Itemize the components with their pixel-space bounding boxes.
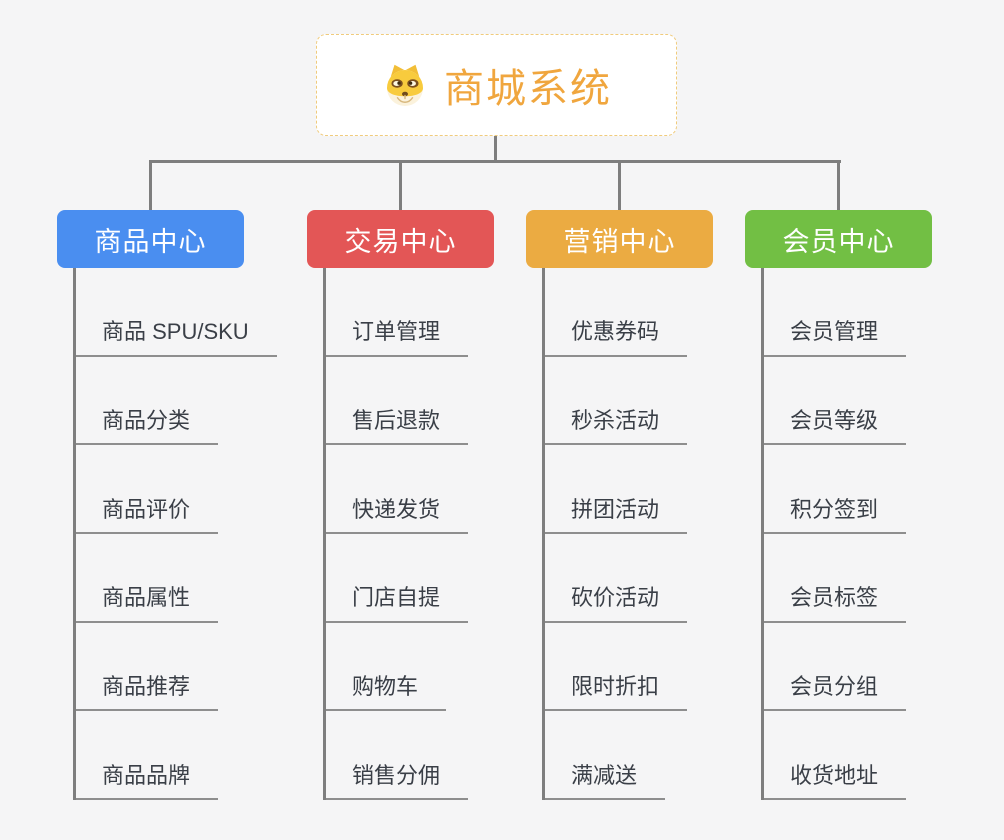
mindmap-leaf[interactable]: 会员管理 <box>764 319 907 357</box>
leaf-slot: 商品 SPU/SKU <box>76 268 277 357</box>
branch-label: 交易中心 <box>344 226 457 257</box>
leaf-slot: 积分签到 <box>764 445 907 534</box>
mindmap-leaf[interactable]: 商品品牌 <box>76 763 219 800</box>
mindmap-leaf[interactable]: 快递发货 <box>326 497 469 534</box>
branch-label: 营销中心 <box>563 226 676 257</box>
branch-label: 会员中心 <box>782 226 895 257</box>
mindmap-leaf[interactable]: 购物车 <box>326 674 447 712</box>
branch-column-2: 订单管理售后退款快递发货门店自提购物车销售分佣 <box>323 268 469 800</box>
connector-drop <box>837 160 840 210</box>
mindmap-leaf[interactable]: 会员分组 <box>764 674 907 712</box>
connector-drop <box>399 160 402 210</box>
leaf-slot: 商品品牌 <box>76 711 277 800</box>
doge-icon <box>387 64 423 106</box>
branch-node-3[interactable]: 营销中心 <box>526 210 713 268</box>
mindmap-leaf[interactable]: 满减送 <box>545 763 666 800</box>
leaf-slot: 满减送 <box>545 711 687 800</box>
mindmap-leaf[interactable]: 拼团活动 <box>545 497 688 534</box>
mindmap-leaf[interactable]: 会员等级 <box>764 408 907 446</box>
leaf-slot: 收货地址 <box>764 711 907 800</box>
branch-node-1[interactable]: 商品中心 <box>57 210 244 268</box>
leaf-slot: 会员管理 <box>764 268 907 357</box>
leaf-slot: 秒杀活动 <box>545 357 688 446</box>
mindmap-leaf[interactable]: 商品分类 <box>76 408 219 446</box>
mindmap-leaf[interactable]: 门店自提 <box>326 585 469 623</box>
mindmap-leaf[interactable]: 售后退款 <box>326 408 469 446</box>
leaf-slot: 拼团活动 <box>545 445 688 534</box>
mindmap-leaf[interactable]: 会员标签 <box>764 585 907 623</box>
leaf-slot: 购物车 <box>326 623 468 712</box>
connector-drop <box>149 160 152 210</box>
leaf-slot: 门店自提 <box>326 534 469 623</box>
mindmap-leaf[interactable]: 秒杀活动 <box>545 408 688 446</box>
branch-node-2[interactable]: 交易中心 <box>307 210 494 268</box>
mindmap-leaf[interactable]: 商品属性 <box>76 585 219 623</box>
leaf-slot: 快递发货 <box>326 445 469 534</box>
leaf-slot: 优惠券码 <box>545 268 688 357</box>
branch-node-4[interactable]: 会员中心 <box>745 210 932 268</box>
mindmap-leaf[interactable]: 销售分佣 <box>326 763 469 800</box>
connector-drop <box>618 160 621 210</box>
branch-column-4: 会员管理会员等级积分签到会员标签会员分组收货地址 <box>761 268 907 800</box>
branch-label: 商品中心 <box>94 226 207 257</box>
mindmap-leaf[interactable]: 订单管理 <box>326 319 469 357</box>
branch-column-3: 优惠券码秒杀活动拼团活动砍价活动限时折扣满减送 <box>542 268 688 800</box>
connector-root-stub <box>494 136 497 162</box>
leaf-slot: 售后退款 <box>326 357 469 446</box>
leaf-slot: 砍价活动 <box>545 534 688 623</box>
leaf-slot: 订单管理 <box>326 268 469 357</box>
leaf-slot: 会员等级 <box>764 357 907 446</box>
mindmap-leaf[interactable]: 商品评价 <box>76 497 219 534</box>
branch-column-1: 商品 SPU/SKU 商品分类商品评价商品属性商品推荐商品品牌 <box>73 268 277 800</box>
leaf-slot: 限时折扣 <box>545 623 688 712</box>
mindmap-leaf[interactable]: 商品 SPU/SKU <box>76 319 277 357</box>
leaf-slot: 会员标签 <box>764 534 907 623</box>
leaf-slot: 会员分组 <box>764 623 907 712</box>
mindmap-leaf[interactable]: 优惠券码 <box>545 319 688 357</box>
mindmap-leaf[interactable]: 限时折扣 <box>545 674 688 712</box>
leaf-slot: 商品推荐 <box>76 623 277 712</box>
mindmap-leaf[interactable]: 积分签到 <box>764 497 907 534</box>
root-node[interactable]: 商城系统 <box>316 34 677 136</box>
connector-horizontal-rail <box>150 160 841 163</box>
leaf-slot: 销售分佣 <box>326 711 469 800</box>
root-title: 商城系统 <box>444 67 612 111</box>
mindmap-leaf[interactable]: 商品推荐 <box>76 674 219 712</box>
leaf-slot: 商品分类 <box>76 357 277 446</box>
leaf-slot: 商品评价 <box>76 445 277 534</box>
mindmap-leaf[interactable]: 收货地址 <box>764 763 907 800</box>
leaf-slot: 商品属性 <box>76 534 277 623</box>
mindmap-leaf[interactable]: 砍价活动 <box>545 585 688 623</box>
